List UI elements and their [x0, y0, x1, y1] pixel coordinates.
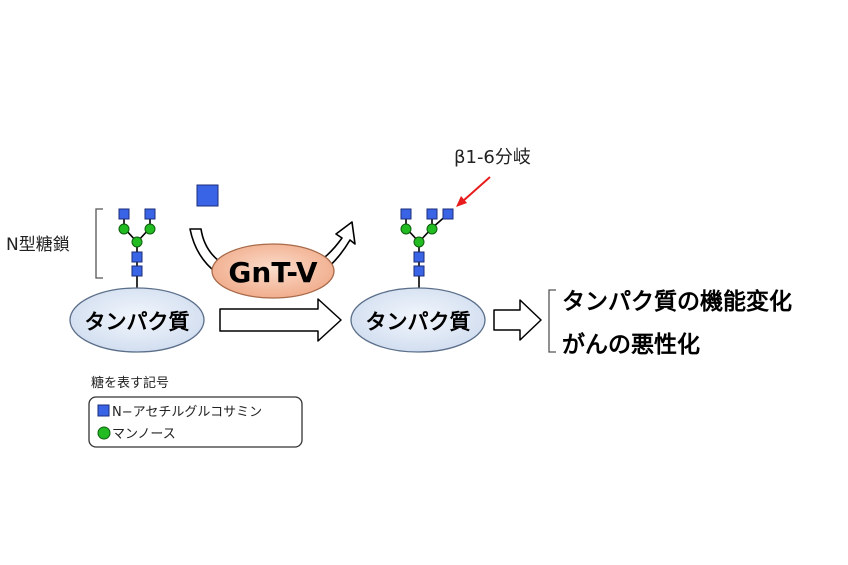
protein-left-ellipse [69, 287, 205, 353]
protein-right-label: タンパク質 [366, 310, 471, 334]
branch-pointer-head [456, 196, 467, 207]
mannose-circle [118, 223, 130, 235]
legend-mannose-label: マンノース [112, 427, 176, 442]
glcnac-square [118, 208, 130, 220]
mannose-circle [426, 223, 438, 235]
branch-label: β1-6分岐 [454, 147, 531, 168]
enzyme-ellipse [211, 243, 335, 299]
glcnac-square [426, 208, 438, 220]
n-glycan-bracket [95, 208, 103, 279]
glcnac-square [400, 208, 412, 220]
beta16-glcnac-square [442, 208, 454, 220]
glcnac-square [131, 265, 143, 277]
right-glycan-chain [405, 213, 449, 290]
result-bracket [548, 289, 556, 353]
legend-box [88, 396, 303, 448]
glcnac-square [413, 251, 425, 263]
legend-glcnac-label: N−アセチルグルコサミン [112, 405, 262, 420]
glcnac-square [413, 265, 425, 277]
glcnac-square [144, 208, 156, 220]
n-glycan-label: N型糖鎖 [6, 235, 70, 255]
glcnac-square [131, 251, 143, 263]
branch-pointer-line [462, 176, 491, 202]
mannose-circle [400, 223, 412, 235]
result-arrow [493, 299, 542, 341]
result-label-1: タンパク質の機能変化 [562, 288, 792, 315]
legend-mannose-icon [97, 426, 111, 440]
legend-title: 糖を表す記号 [91, 375, 169, 391]
legend-glcnac-icon [97, 404, 110, 417]
free-glcnac-square [196, 184, 219, 207]
enzyme-label: GnT-V [228, 256, 317, 289]
protein-left-label: タンパク質 [85, 310, 190, 334]
protein-right-ellipse [350, 287, 486, 353]
process-arrow [219, 298, 342, 342]
mannose-circle [413, 236, 425, 248]
mannose-circle [131, 236, 143, 248]
result-label-2: がんの悪性化 [562, 331, 700, 358]
mannose-circle [144, 223, 156, 235]
